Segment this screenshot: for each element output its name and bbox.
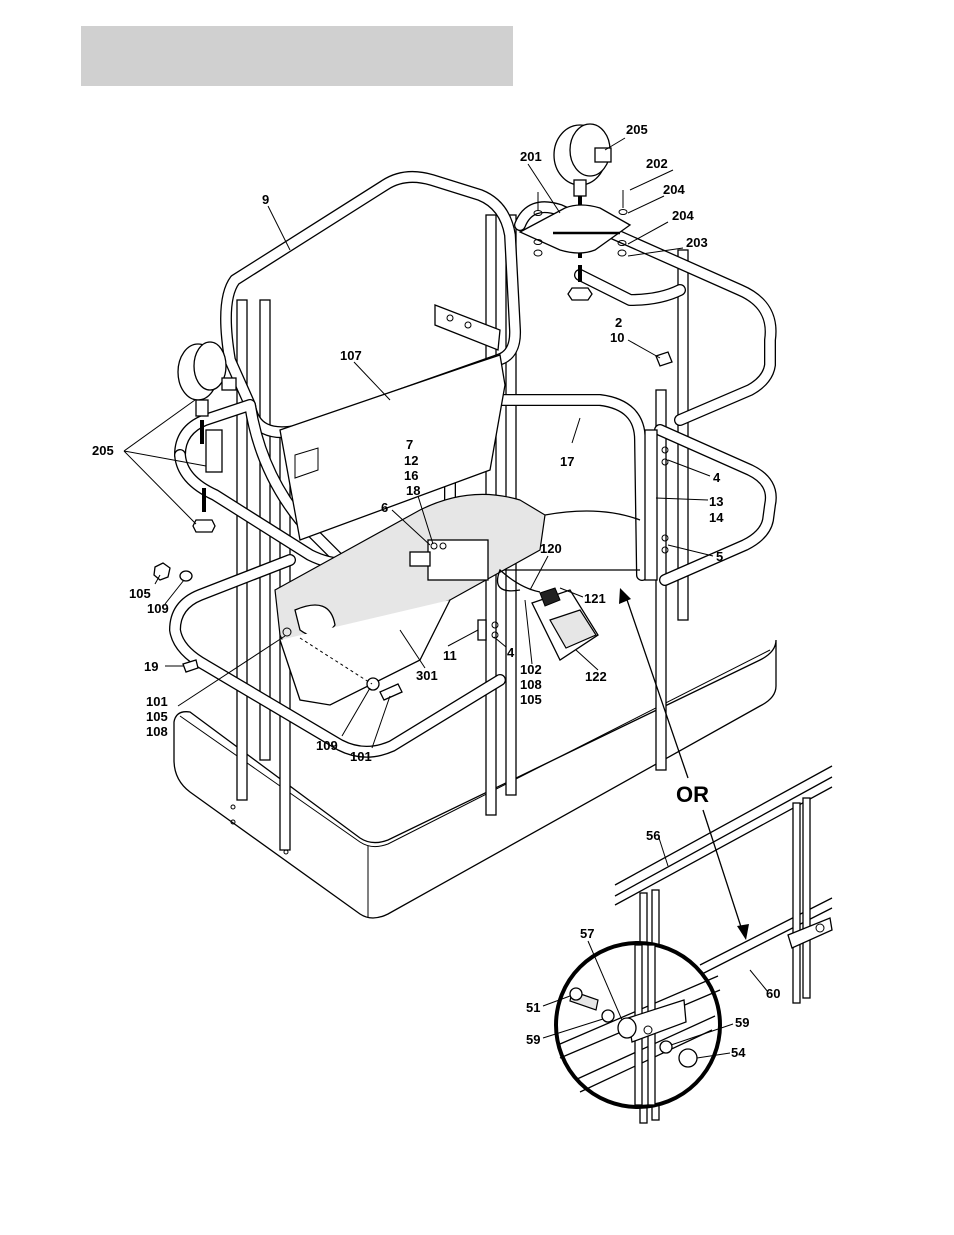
callout-108-b: 108 xyxy=(146,724,168,739)
callout-102: 102 xyxy=(520,662,542,677)
callout-105-c: 105 xyxy=(146,709,168,724)
callout-7: 7 xyxy=(406,437,413,452)
callout-18: 18 xyxy=(406,483,420,498)
callout-205-top: 205 xyxy=(626,122,648,137)
callout-11: 11 xyxy=(443,648,457,663)
callout-301: 301 xyxy=(416,668,438,683)
callout-54: 54 xyxy=(731,1045,746,1060)
detail-magnifier xyxy=(556,943,720,1107)
callout-60: 60 xyxy=(766,986,780,1001)
callout-9: 9 xyxy=(262,192,269,207)
callout-17: 17 xyxy=(560,454,574,469)
callout-122: 122 xyxy=(585,669,607,684)
callout-4-a: 4 xyxy=(713,470,721,485)
callout-105-a: 105 xyxy=(129,586,151,601)
callout-105-b: 105 xyxy=(520,692,542,707)
callout-109-b: 109 xyxy=(316,738,338,753)
callout-6: 6 xyxy=(381,500,388,515)
callout-109-a: 109 xyxy=(147,601,169,616)
callout-51: 51 xyxy=(526,1000,540,1015)
callout-202: 202 xyxy=(646,156,668,171)
callout-107: 107 xyxy=(340,348,362,363)
callout-14: 14 xyxy=(709,510,724,525)
callout-101-b: 101 xyxy=(350,749,372,764)
callout-2: 2 xyxy=(615,315,622,330)
callout-12: 12 xyxy=(404,453,418,468)
callout-4-b: 4 xyxy=(507,645,515,660)
callout-108-a: 108 xyxy=(520,677,542,692)
callout-205-left: 205 xyxy=(92,443,114,458)
callout-57: 57 xyxy=(580,926,594,941)
callout-201: 201 xyxy=(520,149,542,164)
callout-16: 16 xyxy=(404,468,418,483)
callout-56: 56 xyxy=(646,828,660,843)
callout-19: 19 xyxy=(144,659,158,674)
callout-59-b: 59 xyxy=(735,1015,749,1030)
callout-203: 203 xyxy=(686,235,708,250)
callout-13: 13 xyxy=(709,494,723,509)
callout-10: 10 xyxy=(610,330,624,345)
callout-121: 121 xyxy=(584,591,606,606)
callout-101-a: 101 xyxy=(146,694,168,709)
callout-120: 120 xyxy=(540,541,562,556)
or-label: OR xyxy=(676,782,709,807)
callout-204-a: 204 xyxy=(663,182,685,197)
callout-5: 5 xyxy=(716,549,723,564)
callout-59-a: 59 xyxy=(526,1032,540,1047)
callout-204-b: 204 xyxy=(672,208,694,223)
